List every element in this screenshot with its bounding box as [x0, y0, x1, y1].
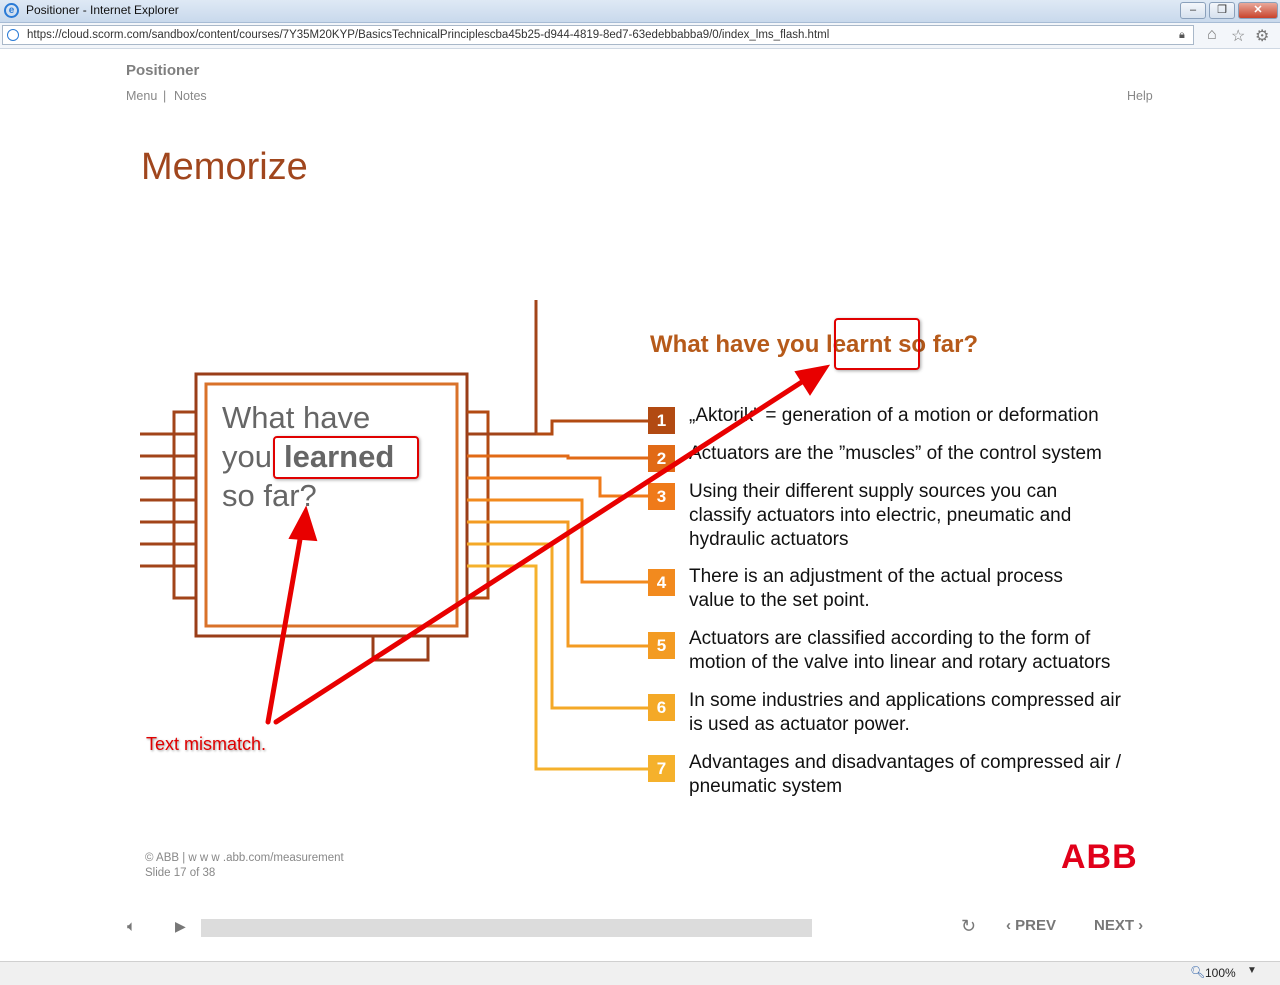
- chevron-right-icon: ›: [1134, 917, 1144, 934]
- highlight-box-learnt: [834, 318, 920, 370]
- menu-link[interactable]: Menu: [126, 89, 158, 103]
- next-button[interactable]: NEXT ›: [1094, 917, 1143, 934]
- list-item: „Aktorik" = generation of a motion or de…: [689, 405, 1099, 426]
- settings-gear-icon[interactable]: ⚙: [1255, 28, 1270, 45]
- footer-copyright: © ABB | w w w .abb.com/measurement: [145, 852, 344, 864]
- notes-link[interactable]: Notes: [174, 89, 207, 103]
- list-item: In some industries and applications comp…: [689, 690, 1121, 735]
- item-number-badge: 1: [648, 407, 675, 434]
- item-number-badge: 4: [648, 569, 675, 596]
- item-number-badge: 6: [648, 694, 675, 721]
- home-icon[interactable]: ⌂: [1207, 26, 1217, 43]
- list-item: There is an adjustment of the actual pro…: [689, 566, 1063, 611]
- chip-text-line3: so far?: [222, 478, 317, 513]
- zoom-dropdown-icon[interactable]: ▼: [1247, 965, 1257, 976]
- url-field[interactable]: https://cloud.scorm.com/sandbox/content/…: [2, 25, 1194, 45]
- list-item: Using their different supply sources you…: [689, 481, 1072, 550]
- prev-button[interactable]: ‹ PREV: [1006, 917, 1056, 934]
- minimize-button[interactable]: –: [1180, 2, 1206, 19]
- abb-logo: ABB: [1061, 838, 1138, 876]
- site-icon: [7, 29, 19, 41]
- window-titlebar: e Positioner - Internet Explorer – ❐ ✕: [0, 0, 1280, 23]
- nav-separator: |: [163, 89, 167, 103]
- status-bar: 🔍︎ 100% ▼: [0, 961, 1280, 985]
- item-number-badge: 3: [648, 483, 675, 510]
- progress-bar[interactable]: [201, 919, 812, 937]
- favorites-star-icon[interactable]: ☆: [1231, 28, 1246, 45]
- chip-text-line1: What have: [222, 400, 371, 435]
- ie-logo-icon: e: [4, 3, 19, 18]
- chip-text-highlight-word: learned: [284, 439, 395, 474]
- chip-text-line2-prefix: you: [222, 439, 272, 474]
- question-suffix: so far?: [898, 331, 979, 358]
- slide-title: Memorize: [141, 146, 308, 188]
- question-highlight-word: learnt: [826, 331, 892, 358]
- course-title: Positioner: [126, 62, 200, 79]
- address-bar: https://cloud.scorm.com/sandbox/content/…: [0, 23, 1280, 49]
- prev-label: PREV: [1015, 917, 1057, 934]
- url-text: https://cloud.scorm.com/sandbox/content/…: [27, 29, 830, 41]
- slide-counter: Slide 17 of 38: [145, 867, 216, 879]
- zoom-level[interactable]: 100%: [1205, 966, 1236, 980]
- chevron-left-icon: ‹: [1006, 917, 1016, 934]
- maximize-button[interactable]: ❐: [1209, 2, 1235, 19]
- question-prefix: What have you: [650, 331, 820, 358]
- item-number-badge: 5: [648, 632, 675, 659]
- help-link[interactable]: Help: [1127, 89, 1153, 103]
- item-number-badge: 7: [648, 755, 675, 782]
- play-icon[interactable]: ▶: [175, 918, 186, 934]
- list-item: Advantages and disadvantages of compress…: [689, 752, 1121, 797]
- question-heading: What have you learnt so far?: [650, 331, 978, 359]
- list-item: Actuators are classified according to th…: [689, 628, 1111, 673]
- close-button[interactable]: ✕: [1238, 2, 1278, 19]
- next-label: NEXT: [1094, 917, 1135, 934]
- highlight-box-learned: [273, 436, 419, 479]
- lock-icon[interactable]: 🔒︎: [1179, 29, 1185, 41]
- volume-icon[interactable]: 🔈︎: [127, 918, 137, 935]
- window-title: Positioner - Internet Explorer: [26, 3, 179, 17]
- zoom-icon: 🔍︎: [1190, 965, 1206, 979]
- list-item: Actuators are the ”muscles” of the contr…: [689, 443, 1102, 464]
- annotation-text: Text mismatch.: [146, 734, 267, 754]
- replay-icon[interactable]: ↻: [961, 916, 977, 936]
